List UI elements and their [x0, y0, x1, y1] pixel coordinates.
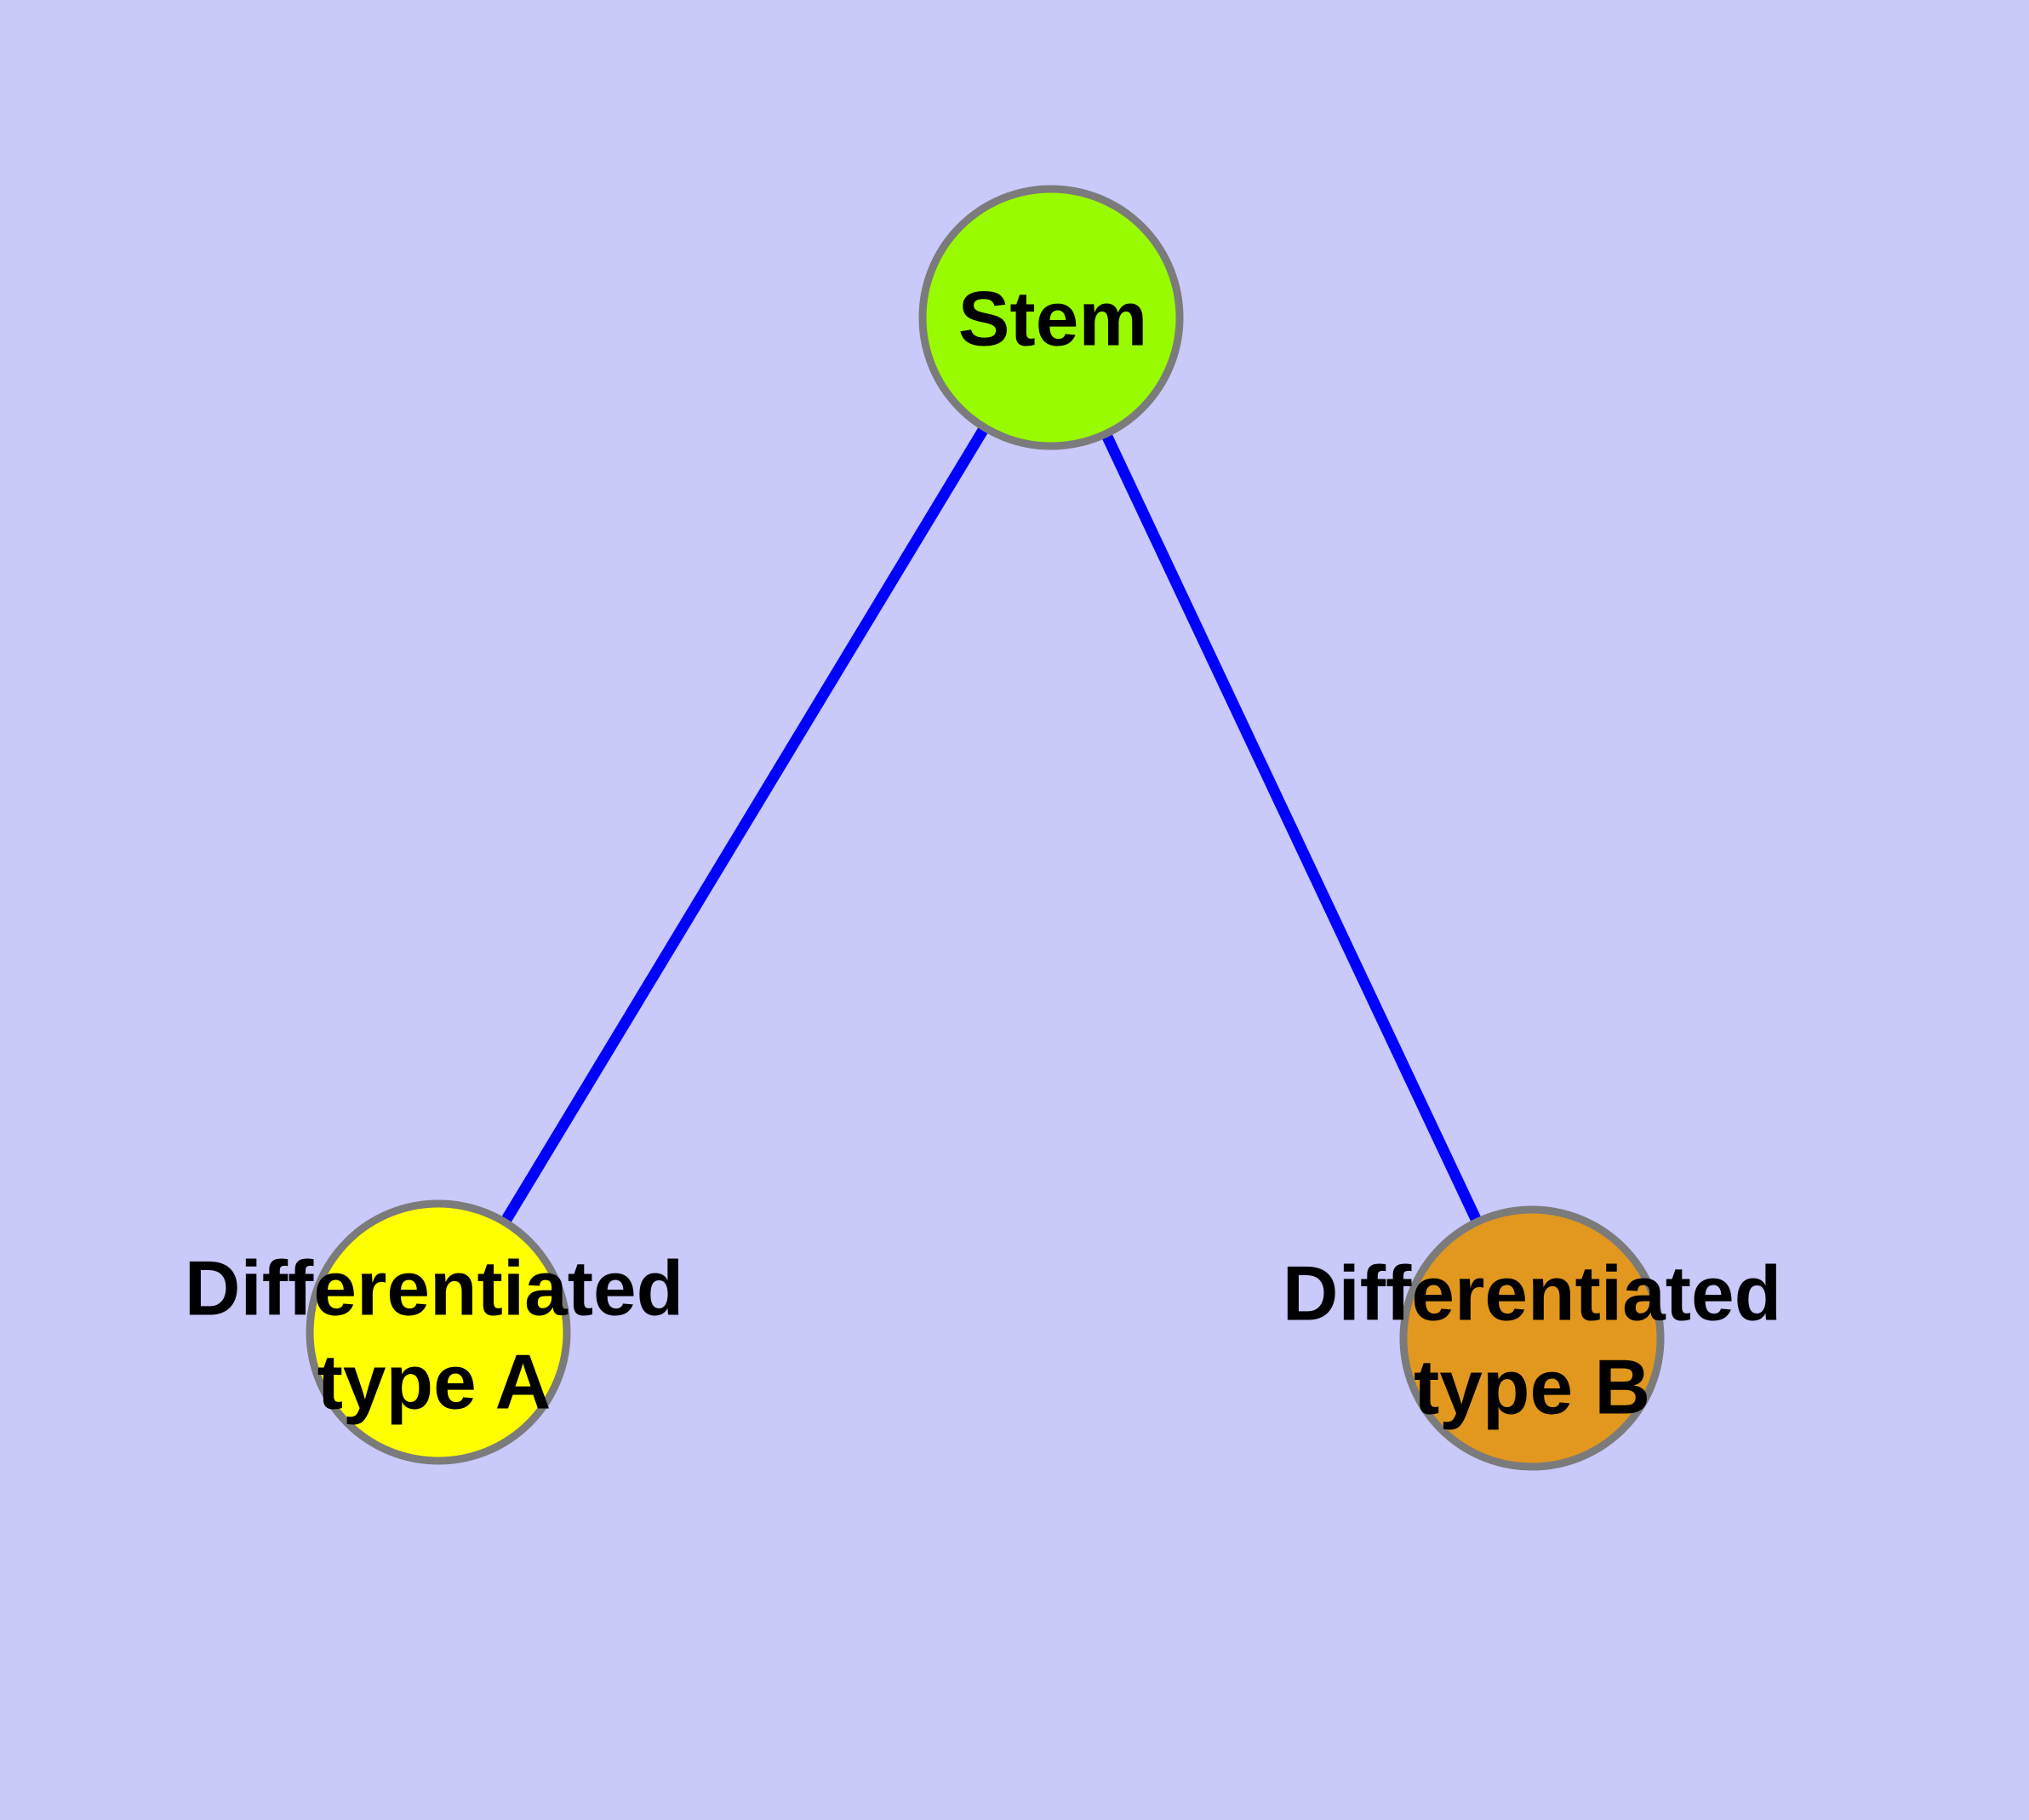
node-type-b-label-line2: type B: [1414, 1345, 1650, 1431]
node-type-a-label-line1: Differentiated: [185, 1246, 684, 1332]
node-stem-label: Stem: [958, 277, 1148, 363]
node-type-b-circle: [1399, 1205, 1665, 1471]
node-differentiated-type-a: Differentiated type A: [185, 1199, 684, 1465]
node-stem: Stem: [918, 185, 1184, 450]
edge-stem-to-type-b: [1046, 315, 1537, 1341]
edge-stem-to-type-a: [433, 314, 1056, 1336]
node-type-a-circle: [306, 1199, 571, 1465]
node-stem-circle: [918, 185, 1184, 450]
node-type-b-label-line1: Differentiated: [1283, 1251, 1782, 1337]
node-type-a-label-line2: type A: [317, 1340, 552, 1426]
node-differentiated-type-b: Differentiated type B: [1283, 1205, 1782, 1471]
